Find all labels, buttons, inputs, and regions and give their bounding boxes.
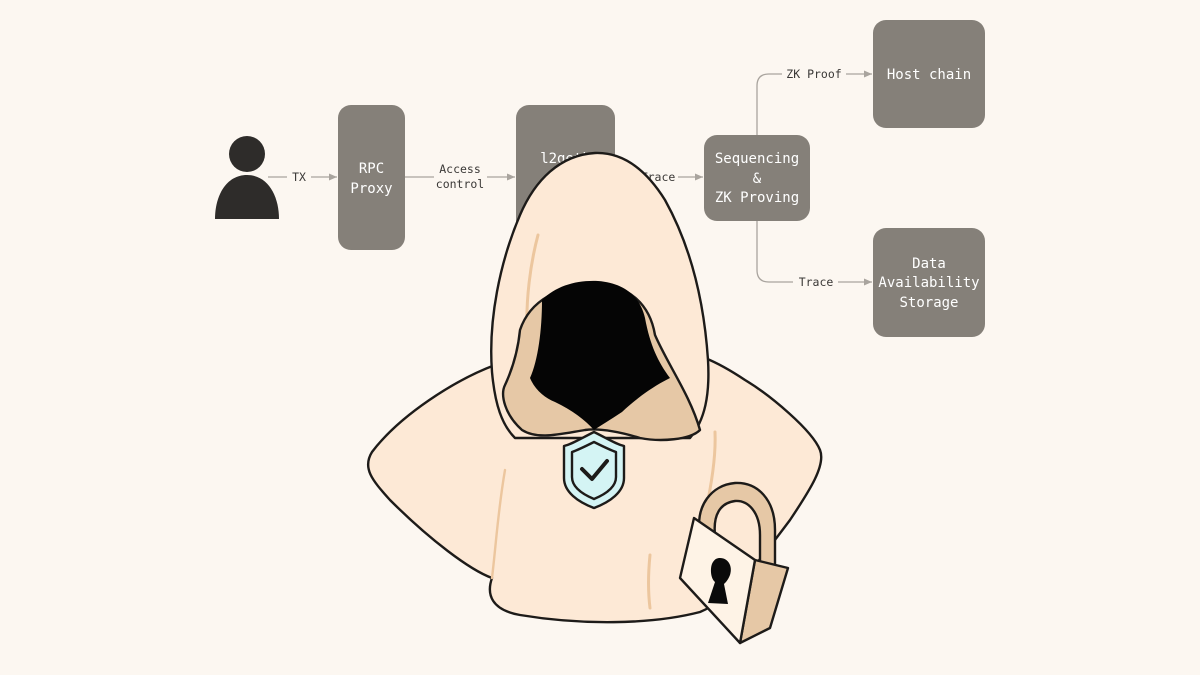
shield-check-icon <box>562 430 626 510</box>
da-label-line3: Storage <box>899 295 958 311</box>
node-sequencing: Sequencing & ZK Proving <box>704 135 810 221</box>
node-rpc-proxy: RPC Proxy <box>338 105 405 250</box>
edge-tx: TX <box>268 170 337 184</box>
da-label-line2: Availability <box>878 275 979 291</box>
padlock-icon <box>678 481 790 645</box>
edge-label-zk-proof: ZK Proof <box>786 67 841 81</box>
rpc-proxy-label-line2: Proxy <box>350 181 392 197</box>
hooded-figure-illustration <box>366 151 823 645</box>
host-chain-label: Host chain <box>887 67 971 83</box>
face-shadow <box>530 280 670 430</box>
sequencing-label-line2: & <box>753 171 762 187</box>
edge-access-control: Access control <box>405 162 515 191</box>
edge-label-trace-2: Trace <box>799 275 834 289</box>
sequencing-label-line1: Sequencing <box>715 151 799 167</box>
edge-trace-da: Trace <box>756 221 872 289</box>
edge-label-access: Access <box>439 162 481 176</box>
da-label-line1: Data <box>912 256 946 272</box>
edge-label-tx: TX <box>292 170 306 184</box>
user-icon <box>215 136 279 219</box>
node-host-chain: Host chain <box>873 20 985 128</box>
rpc-proxy-label-line1: RPC <box>359 161 384 177</box>
edge-label-control: control <box>436 177 484 191</box>
sequencing-label-line3: ZK Proving <box>715 190 799 206</box>
edge-zk-proof: ZK Proof <box>756 67 872 135</box>
node-data-availability: Data Availability Storage <box>873 228 985 337</box>
